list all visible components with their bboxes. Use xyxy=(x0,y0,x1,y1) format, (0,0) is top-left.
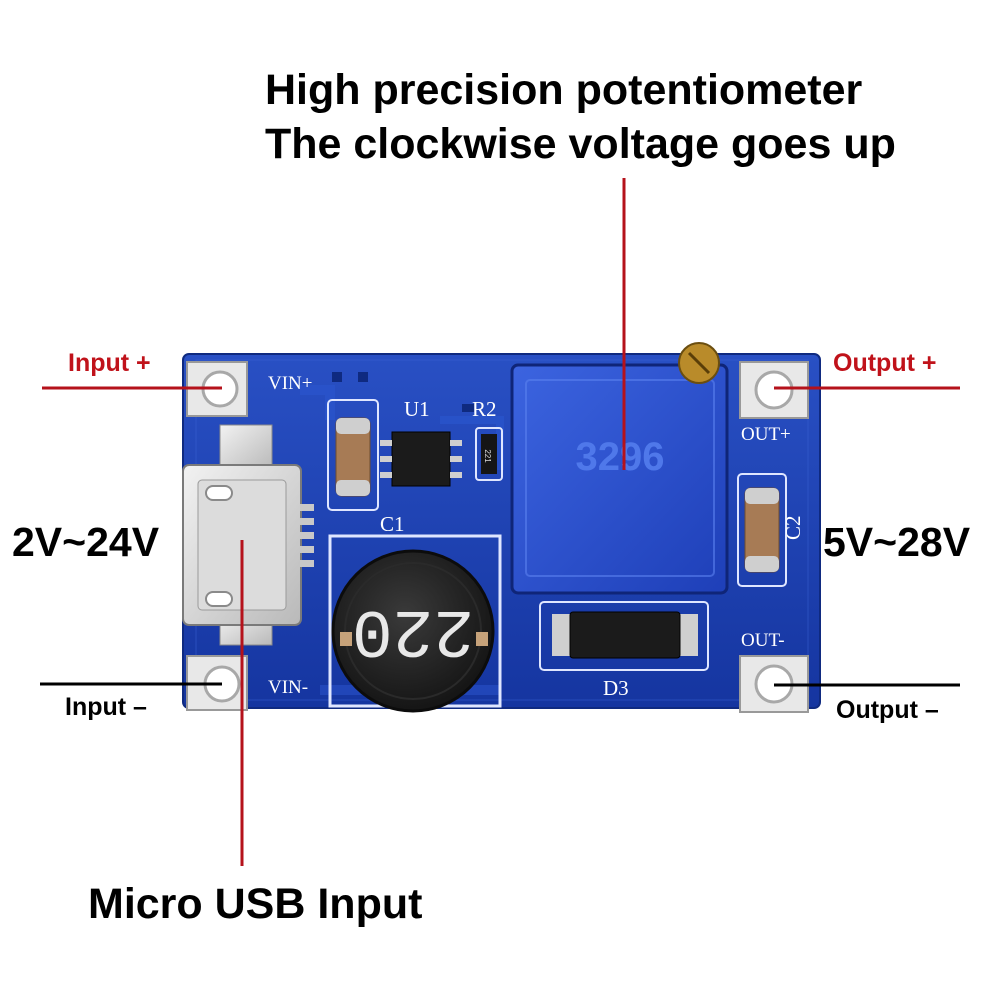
resistor-marking: 221 xyxy=(483,449,492,463)
silk-u1: U1 xyxy=(404,397,430,421)
inductor-marking: 220 xyxy=(352,591,474,668)
silk-vin-minus: VIN- xyxy=(268,677,308,698)
pot-marking: 3296 xyxy=(576,435,665,479)
via xyxy=(358,372,368,382)
silk-r2: R2 xyxy=(472,397,497,421)
silk-c1: C1 xyxy=(380,512,405,536)
silk-out-minus: OUT- xyxy=(741,630,785,651)
input-minus-label: Input – xyxy=(65,693,147,721)
capacitor-c1 xyxy=(327,399,379,511)
inductor-220: 220 xyxy=(328,534,502,713)
input-voltage-range: 2V~24V xyxy=(12,519,160,565)
capacitor-c2 xyxy=(737,473,787,587)
via xyxy=(332,372,342,382)
silk-out-plus: OUT+ xyxy=(741,424,791,445)
silk-vin-plus: VIN+ xyxy=(268,373,313,394)
silk-d3: D3 xyxy=(603,676,629,700)
output-minus-label: Output – xyxy=(836,696,939,724)
silk-c2: C2 xyxy=(781,515,805,540)
via xyxy=(462,404,474,412)
output-voltage-range: 5V~28V xyxy=(823,519,971,565)
input-plus-label: Input + xyxy=(68,349,151,377)
title-line-2: The clockwise voltage goes up xyxy=(265,120,896,168)
ic-u1 xyxy=(380,431,462,487)
output-plus-label: Output + xyxy=(833,349,937,377)
diode-d3 xyxy=(539,601,709,671)
potentiometer-3296: 3296 xyxy=(510,342,729,595)
resistor-r2: 221 xyxy=(475,427,503,481)
micro-usb-label: Micro USB Input xyxy=(88,880,423,928)
pad-out-plus xyxy=(739,361,809,419)
title-line-1: High precision potentiometer xyxy=(265,66,863,114)
